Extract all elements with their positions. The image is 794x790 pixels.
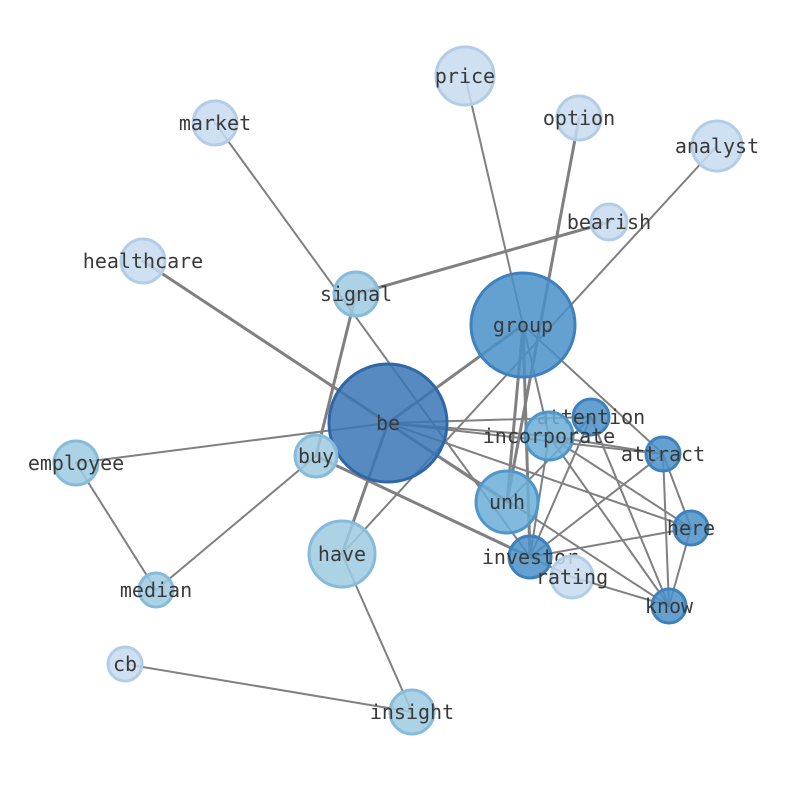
node-label-be: be	[376, 411, 400, 435]
node-circle-investor	[507, 534, 553, 580]
node-group: group	[469, 271, 577, 379]
node-label-unh: unh	[489, 490, 525, 514]
node-circle-price	[434, 45, 496, 107]
node-circle-buy	[293, 433, 339, 479]
node-circle-group	[469, 271, 577, 379]
node-label-rating: rating	[536, 565, 608, 589]
node-label-analyst: analyst	[675, 134, 759, 158]
node-rating: rating	[536, 554, 608, 600]
node-bearish: bearish	[567, 202, 651, 242]
edge-incorporate-know	[548, 435, 670, 607]
node-label-buy: buy	[298, 444, 334, 468]
edge-bearish-signal	[354, 220, 611, 296]
node-incorporate: incorporate	[483, 410, 615, 462]
node-here: here	[667, 509, 715, 547]
node-insight: insight	[370, 688, 454, 736]
node-circle-signal	[332, 270, 380, 318]
edge-market-investor	[214, 122, 531, 558]
edge-investor-here	[529, 527, 692, 558]
node-label-option: option	[543, 106, 615, 130]
edge-attention-know	[590, 416, 670, 607]
node-label-know: know	[645, 594, 694, 618]
node-circle-incorporate	[523, 410, 575, 462]
node-circle-attract	[644, 435, 682, 473]
node-know: know	[645, 587, 694, 625]
node-circle-attention	[571, 397, 611, 437]
node-circle-rating	[549, 554, 595, 600]
node-cb: cb	[106, 645, 144, 683]
edge-attract-know	[662, 453, 670, 607]
node-label-price: price	[435, 64, 495, 88]
node-circle-employee	[52, 439, 100, 487]
node-label-signal: signal	[320, 282, 392, 306]
node-label-insight: insight	[370, 700, 454, 724]
node-price: price	[434, 45, 496, 107]
node-label-cb: cb	[113, 652, 137, 676]
node-have: have	[307, 519, 377, 589]
edge-employee-median	[75, 462, 157, 591]
node-circle-have	[307, 519, 377, 589]
edge-cb-insight	[124, 663, 413, 713]
node-healthcare: healthcare	[83, 237, 203, 285]
node-option: option	[543, 94, 615, 142]
node-layer: price option market analyst bearish healthcar…	[28, 45, 759, 736]
node-unh: unh	[474, 469, 540, 535]
node-label-group: group	[493, 313, 553, 337]
node-circle-median	[137, 571, 175, 609]
node-median: median	[120, 571, 192, 609]
edge-investor-attract	[529, 453, 664, 558]
node-employee: employee	[28, 439, 124, 487]
node-circle-here	[672, 509, 710, 547]
node-circle-healthcare	[119, 237, 167, 285]
node-circle-insight	[388, 688, 436, 736]
node-circle-market	[191, 99, 239, 147]
edge-signal-buy	[314, 292, 358, 458]
node-attract: attract	[621, 435, 705, 473]
node-signal: signal	[320, 270, 392, 318]
node-label-bearish: bearish	[567, 210, 651, 234]
node-label-incorporate: incorporate	[483, 424, 615, 448]
node-circle-cb	[106, 645, 144, 683]
node-market: market	[179, 99, 251, 147]
node-circle-be	[327, 362, 449, 484]
node-circle-option	[555, 94, 603, 142]
node-be: be	[327, 362, 449, 484]
edge-incorporate-here	[548, 435, 692, 529]
node-label-have: have	[318, 542, 366, 566]
edge-buy-median	[155, 455, 317, 591]
node-buy: buy	[293, 433, 339, 479]
node-circle-know	[650, 587, 688, 625]
node-label-market: market	[179, 111, 251, 135]
node-label-employee: employee	[28, 451, 124, 475]
node-circle-bearish	[589, 202, 629, 242]
node-label-median: median	[120, 578, 192, 602]
node-analyst: analyst	[675, 119, 759, 173]
node-label-healthcare: healthcare	[83, 249, 203, 273]
node-label-here: here	[667, 516, 715, 540]
node-circle-analyst	[690, 119, 744, 173]
node-circle-unh	[474, 469, 540, 535]
edge-buy-investor	[314, 454, 532, 559]
node-label-attract: attract	[621, 442, 705, 466]
